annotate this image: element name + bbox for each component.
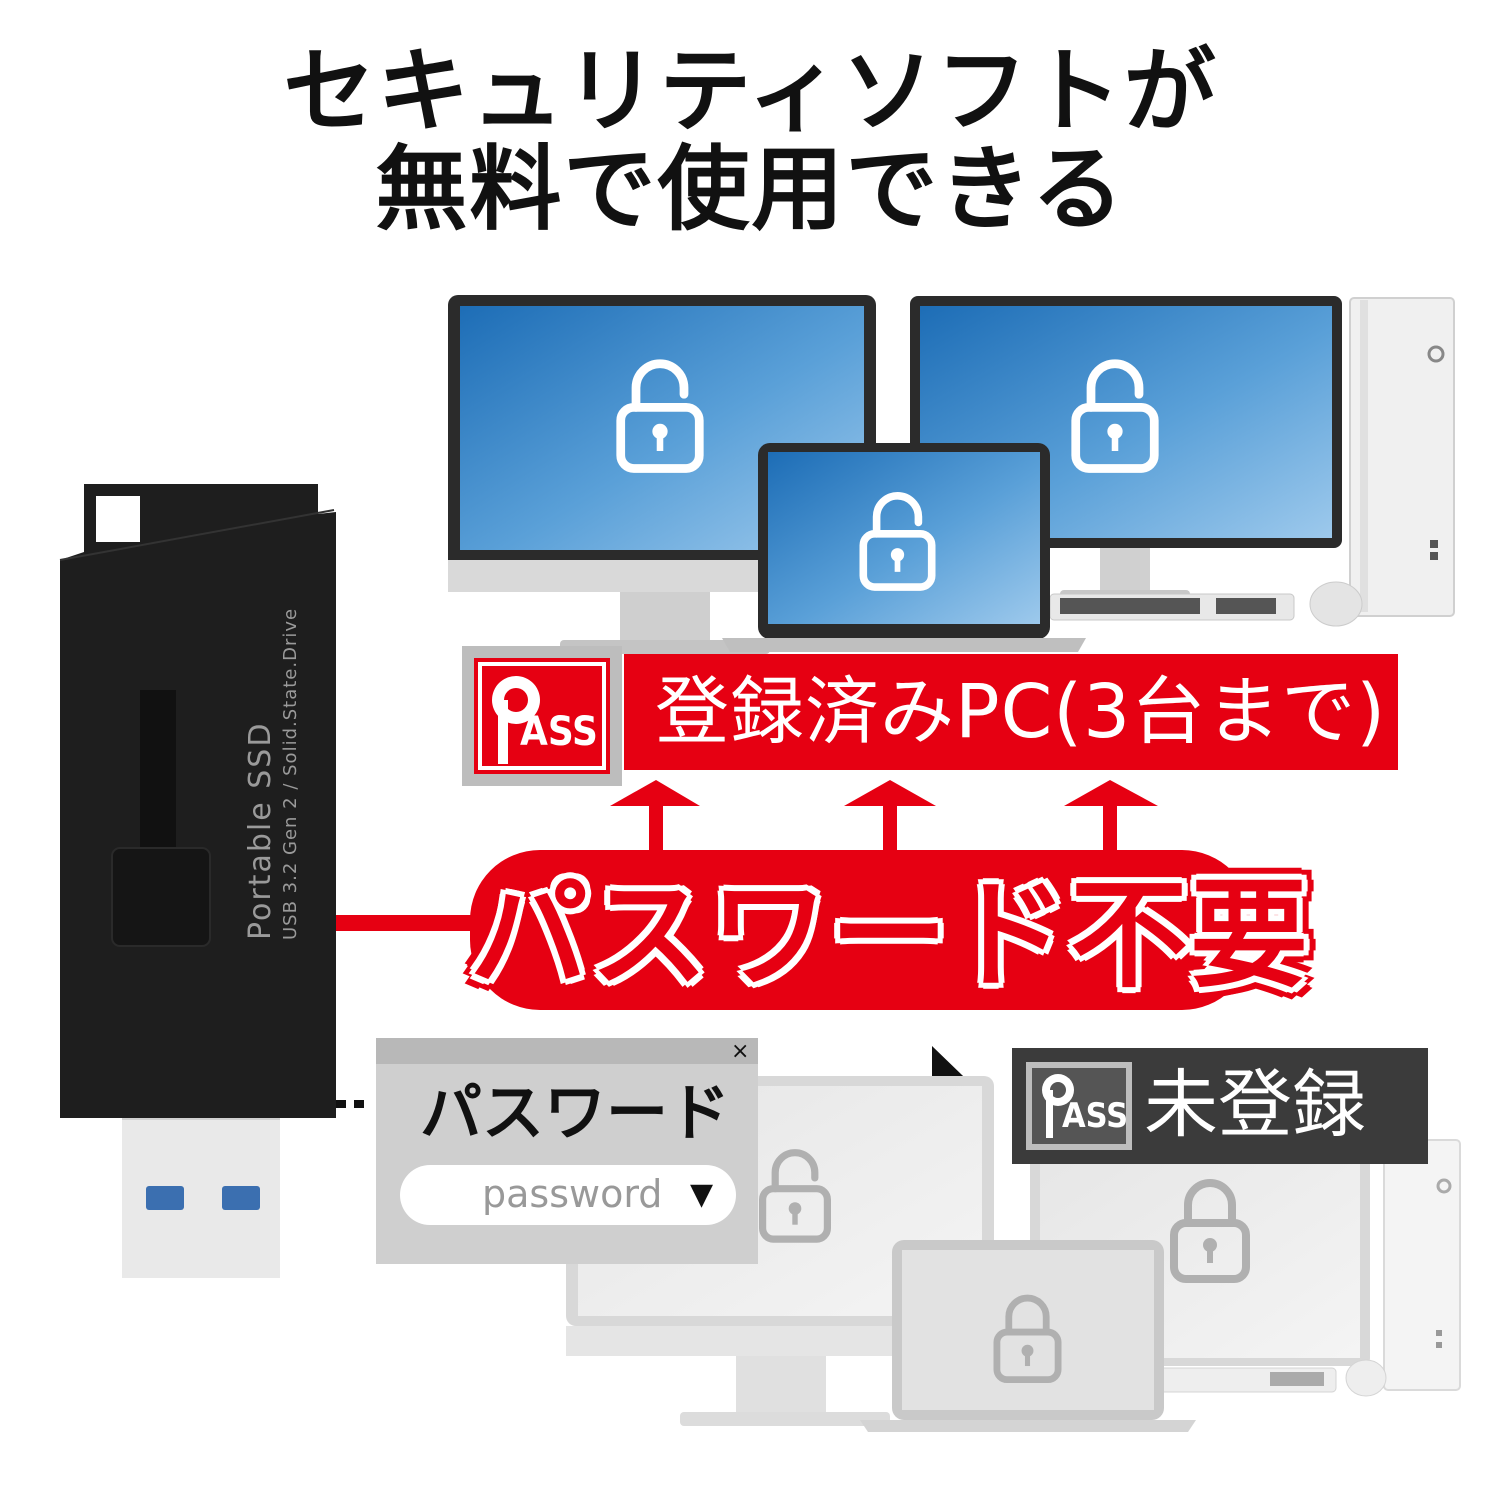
pass-logo-letters-registered: ASS xyxy=(520,709,598,755)
no-password-bubble xyxy=(470,850,1252,1010)
registered-label-bar xyxy=(624,654,1398,770)
ssd-name-label: Portable SSD xyxy=(243,721,278,940)
password-input[interactable] xyxy=(400,1165,736,1225)
chevron-down-icon[interactable]: ▼ xyxy=(690,1177,714,1212)
portable-ssd xyxy=(59,484,336,1278)
registered-label: 登録済みPC(3台まで) xyxy=(655,669,1387,755)
unregistered-laptop xyxy=(860,1240,1196,1432)
password-dialog xyxy=(376,1038,758,1264)
registered-laptop xyxy=(722,443,1086,652)
headline-line-1: セキュリティソフトが xyxy=(283,38,1218,145)
pass-logo-letters-unregistered: ASS xyxy=(1062,1096,1129,1136)
password-placeholder: password xyxy=(482,1172,663,1216)
dialog-title: パスワード xyxy=(420,1076,731,1149)
ssd-spec-label: USB 3.2 Gen 2 / Solid.State.Drive xyxy=(280,607,301,940)
unregistered-label: 未登録 xyxy=(1144,1062,1366,1148)
close-icon[interactable]: × xyxy=(731,1039,750,1064)
unregistered-keyboard xyxy=(1159,1359,1387,1397)
headline-line-2: 無料で使用できる xyxy=(375,136,1126,243)
arrow-heads xyxy=(610,780,1158,806)
registered-keyboard xyxy=(1049,581,1363,627)
unregistered-pc-tower xyxy=(1383,1139,1461,1391)
no-password-label: パスワード不要 xyxy=(470,866,1311,1004)
registered-pc-tower xyxy=(1349,297,1455,617)
